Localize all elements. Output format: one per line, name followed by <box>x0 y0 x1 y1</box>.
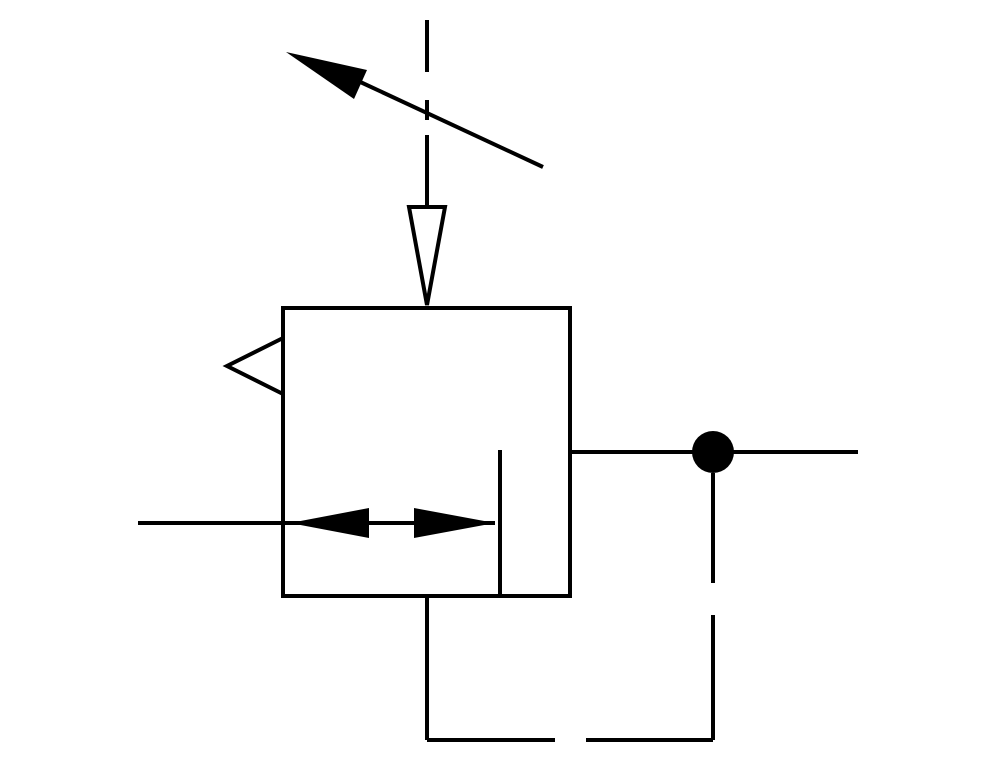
outlet <box>570 431 858 473</box>
flow-arrow-right-icon <box>414 508 495 538</box>
junction-dot <box>692 431 734 473</box>
flow-path <box>138 508 495 538</box>
exhaust-port-icon <box>222 336 284 396</box>
adjustable-arrow <box>286 52 544 169</box>
spring-pilot-arrow <box>406 205 448 306</box>
adjustable-arrow-shaft <box>355 78 544 169</box>
adjustable-arrow-head <box>286 52 367 99</box>
pilot-feedback-line <box>425 473 715 742</box>
valve-body <box>281 306 572 598</box>
flow-arrow-left-icon <box>290 508 369 538</box>
